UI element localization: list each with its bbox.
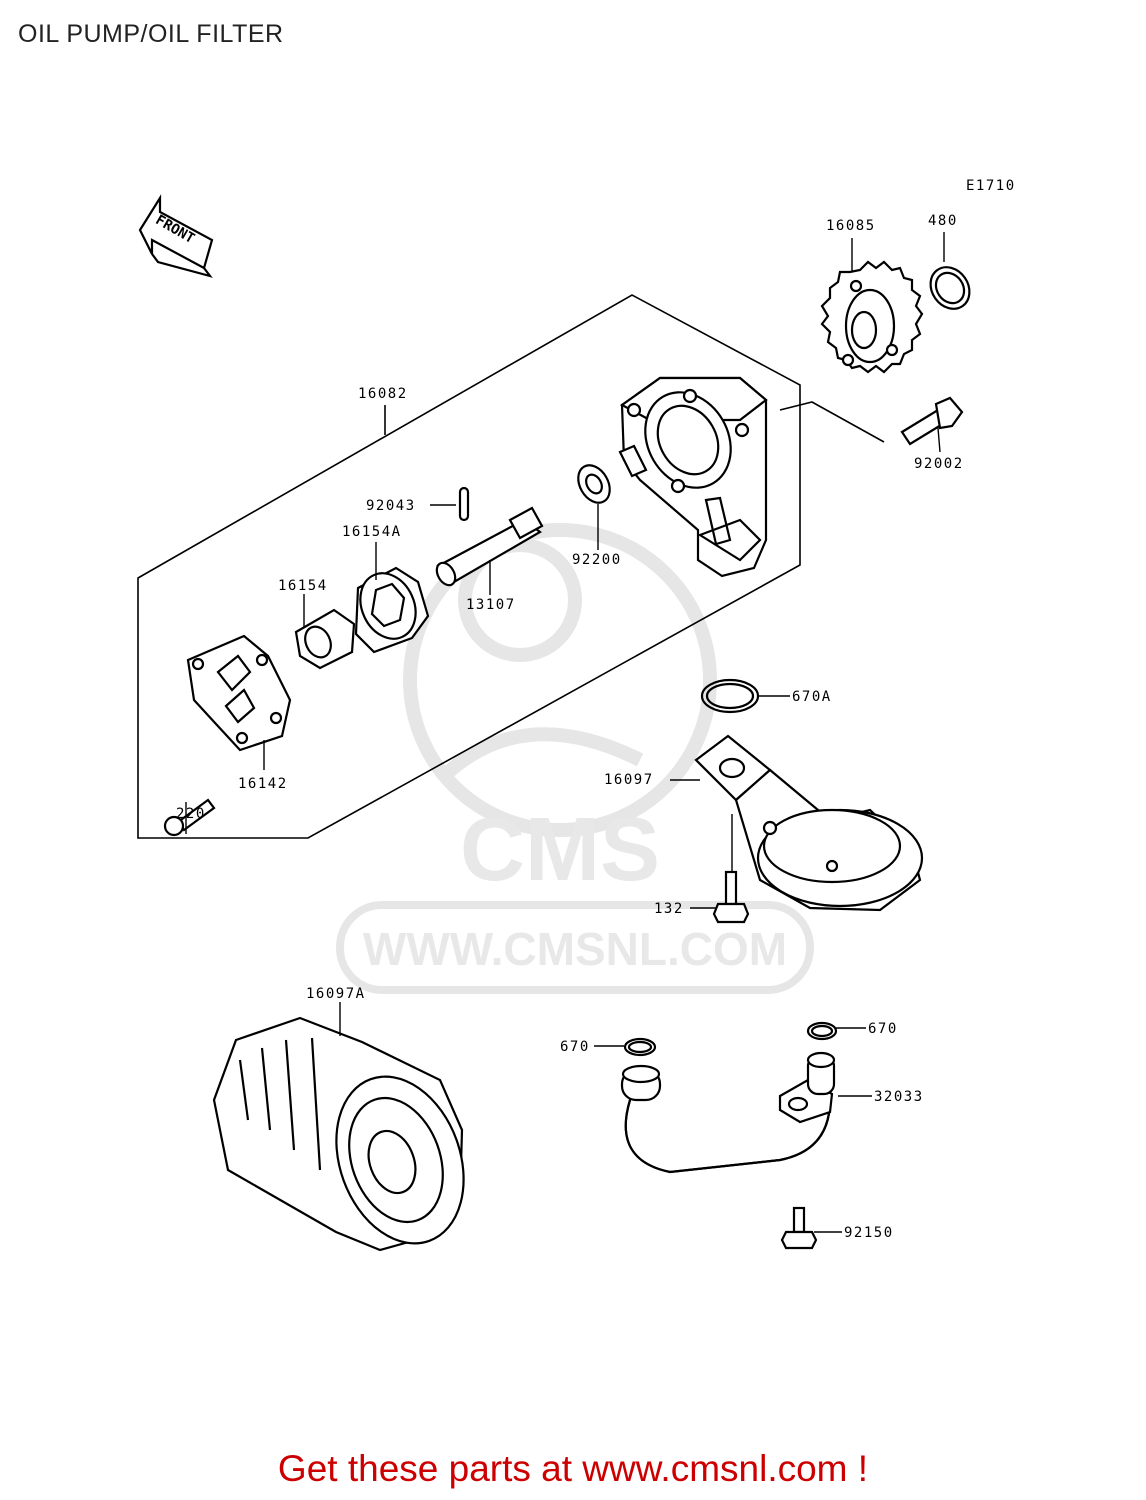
oil-strainer-16097-icon: [694, 734, 924, 912]
label-670-right: 670: [868, 1021, 898, 1037]
label-92200: 92200: [572, 552, 622, 568]
oil-filter-16097A-icon: [212, 1016, 465, 1252]
label-92043: 92043: [366, 498, 416, 514]
label-16085: 16085: [826, 218, 876, 234]
watermark: CMS WWW.CMSNL.COM: [336, 523, 814, 994]
label-16082: 16082: [358, 386, 408, 402]
o-ring-670-right-icon: [806, 1021, 838, 1041]
pump-cover-16142-icon: [186, 634, 292, 752]
label-670-left: 670: [560, 1039, 590, 1055]
label-16097: 16097: [604, 772, 654, 788]
label-16154A: 16154A: [342, 524, 402, 540]
bolt-132-icon: [712, 870, 750, 924]
label-16142: 16142: [238, 776, 288, 792]
pin-92043-icon: [458, 486, 470, 522]
label-670A: 670A: [792, 689, 832, 705]
parts-diagram: CMS WWW.CMSNL.COM E1710 FRONT 16085 480 …: [137, 178, 1016, 1252]
label-16154: 16154: [278, 578, 328, 594]
shaft-13107-icon: [435, 506, 544, 587]
label-92150: 92150: [844, 1225, 894, 1241]
inner-rotor-16154-icon: [294, 608, 356, 670]
watermark-brand: CMS: [460, 800, 660, 900]
label-480: 480: [928, 213, 958, 229]
label-220: 220: [176, 806, 206, 822]
screw-220-icon: [163, 798, 216, 837]
label-132: 132: [654, 901, 684, 917]
label-92002: 92002: [914, 456, 964, 472]
label-32033: 32033: [874, 1089, 924, 1105]
diagram-code: E1710: [966, 178, 1016, 194]
oil-pipe-32033-icon: [620, 1051, 836, 1174]
pump-body-icon: [618, 376, 768, 578]
assembly-frame: [137, 294, 801, 839]
o-ring-670-left-icon: [623, 1037, 657, 1057]
get-parts-link[interactable]: Get these parts at www.cmsnl.com !: [277, 1448, 869, 1489]
page-title: OIL PUMP/OIL FILTER: [18, 20, 284, 48]
gear-16085-icon: [820, 260, 924, 374]
bolt-92002-icon: [900, 396, 964, 446]
watermark-url: WWW.CMSNL.COM: [363, 923, 787, 975]
outer-rotor-16154A-icon: [354, 566, 430, 654]
label-13107: 13107: [466, 597, 516, 613]
front-arrow-icon: FRONT: [138, 194, 214, 278]
circlip-480-icon: [929, 266, 971, 310]
washer-92200-icon: [577, 464, 611, 504]
bolt-92150-icon: [780, 1206, 818, 1250]
label-16097A: 16097A: [306, 986, 366, 1002]
